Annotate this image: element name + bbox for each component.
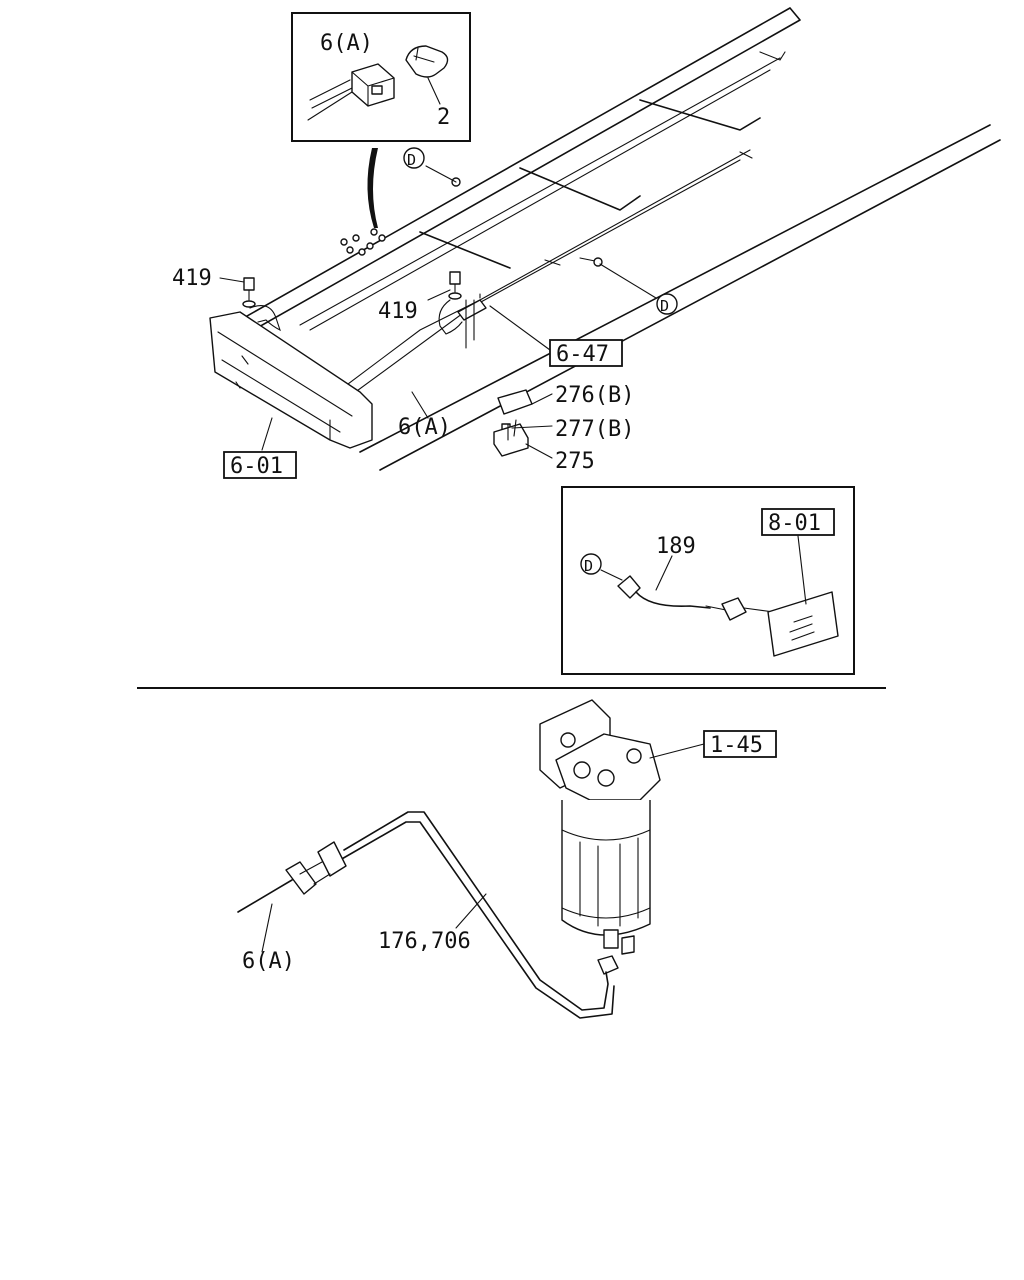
bolt-419-left [242,277,281,332]
clip-cluster [340,228,386,256]
circle-d-top: D [403,147,425,169]
circle-d-inset: D [580,553,602,575]
bracket-assembly [465,293,533,457]
fuel-filter-drawing [539,699,661,975]
bolt-419-right [438,271,487,335]
circle-d-inset-text: D [584,557,593,575]
ref-6-01: 6-01 [223,451,297,479]
ref-8-01-box [761,508,835,536]
label-2: 2 [437,105,450,130]
label-275: 275 [555,449,595,474]
bumper-drawing [209,311,373,449]
label-176-706: 176,706 [378,929,471,954]
label-189: 189 [656,534,696,559]
ref-1-45-text: 1-45 [710,733,763,758]
circle-d-top-text: D [407,151,416,169]
leader-lines-bottom [261,743,705,953]
inset-frame [291,12,471,142]
ref-6-47-text: 6-47 [556,342,609,367]
ref-1-45: 1-45 [703,730,777,758]
cover-276b [497,389,533,415]
ref-8-01-text: 8-01 [768,511,821,536]
lamp-body [767,591,839,657]
circle-d-right-text: D [660,297,669,315]
inset-pointer [367,148,378,228]
leader-lines-top [219,165,657,459]
label-6a-bottom: 6(A) [242,949,295,974]
bracket-275 [493,423,529,457]
harness-6a-connectors [237,841,347,913]
inset-connector-detail: 6(A) 2 [291,12,471,142]
ref-6-01-text: 6-01 [230,454,283,479]
lamp-inset-frame [561,486,855,675]
label-277b: 277(B) [555,417,634,442]
label-276b: 276(B) [555,383,634,408]
part-2-drawing [405,45,449,78]
leader-2 [427,77,441,105]
ref-6-47: 6-47 [549,339,623,367]
label-6a-inset: 6(A) [320,31,373,56]
circle-d-right: D [656,293,678,315]
label-6a-front: 6(A) [398,415,451,440]
inset-lamp-detail: D 189 8-01 [561,486,855,675]
connector-6a-drawing [307,63,395,121]
label-419-right: 419 [378,299,418,324]
pipe-drawing [339,811,615,1019]
label-419-left: 419 [172,266,212,291]
